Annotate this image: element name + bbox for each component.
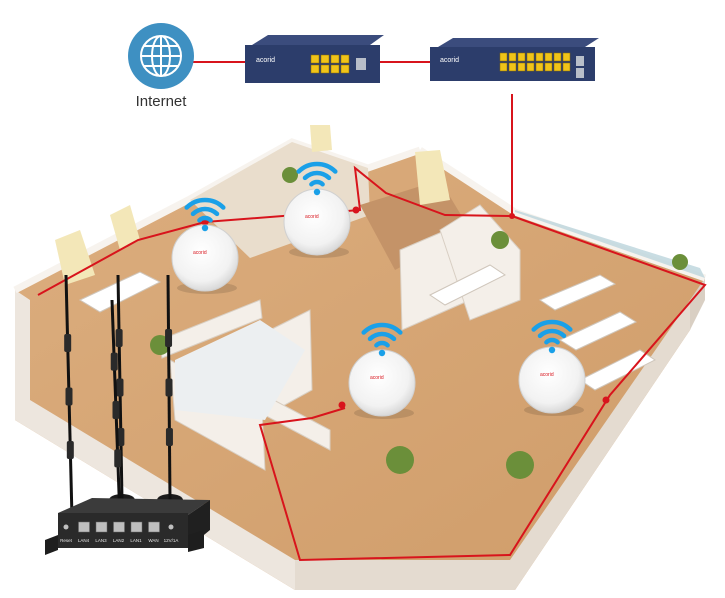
- router-port: LAN1: [130, 521, 143, 543]
- wireless-access-points: acorid acorid acorid acorid: [171, 161, 586, 419]
- window-curtains: [55, 125, 450, 285]
- wifi-icon: [184, 197, 226, 232]
- ethernet-port: [526, 62, 535, 72]
- router-port-label: LAN4: [78, 538, 90, 543]
- ap-disc: [518, 346, 586, 414]
- ethernet-port: [340, 64, 350, 74]
- wifi-icon: [531, 319, 573, 354]
- internet-label: Internet: [136, 93, 188, 110]
- router-ports: Reset LAN4 LAN3 LAN2 LAN1 WAN 12V/1A: [60, 521, 179, 543]
- router-mount-right: [188, 530, 204, 552]
- potted-plants: [150, 167, 688, 479]
- ethernet-port: [499, 62, 508, 72]
- ethernet-port: [508, 52, 517, 62]
- ethernet-port: [544, 52, 553, 62]
- ethernet-port: [562, 62, 571, 72]
- access-point: acorid: [171, 197, 239, 294]
- uplink-port: [356, 58, 366, 70]
- ethernet-port: [310, 64, 320, 74]
- switch-ports: [499, 52, 571, 72]
- internet-node: Internet: [128, 23, 194, 110]
- access-point: acorid: [518, 319, 586, 416]
- ap-disc: [348, 349, 416, 417]
- globe-icon-lines: [140, 35, 182, 77]
- ethernet-port: [553, 52, 562, 62]
- switch-brand: acorid: [440, 57, 459, 64]
- ethernet-port: [508, 62, 517, 72]
- ethernet-port: [330, 54, 340, 64]
- wifi-icon: [361, 322, 403, 357]
- 4g-router: Reset LAN4 LAN3 LAN2 LAN1 WAN 12V/1A: [45, 274, 210, 555]
- ethernet-port: [330, 64, 340, 74]
- ethernet-port: [517, 62, 526, 72]
- router-port-label: Reset: [60, 538, 73, 543]
- glass-wall: [515, 210, 705, 278]
- ap-disc: [283, 188, 351, 256]
- router-port-label: WAN: [148, 538, 158, 543]
- ethernet-port: [553, 62, 562, 72]
- cable-junctions: [201, 206, 610, 409]
- switch-brand: acorid: [256, 57, 275, 64]
- router-port: Reset: [60, 524, 73, 543]
- ethernet-port: [320, 54, 330, 64]
- ethernet-port: [320, 64, 330, 74]
- wifi-icon: [296, 161, 338, 196]
- router-top: [58, 498, 210, 515]
- router-port-label: LAN3: [95, 538, 107, 543]
- router-port: LAN2: [113, 521, 125, 543]
- junction-ap4: [602, 396, 610, 404]
- ethernet-port: [499, 52, 508, 62]
- router-port: LAN4: [78, 521, 90, 543]
- uplink-port: [576, 68, 584, 78]
- ap-logo: acorid: [305, 214, 319, 220]
- ethernet-port: [526, 52, 535, 62]
- router-port: LAN3: [95, 521, 108, 543]
- junction-ap3: [338, 401, 346, 409]
- router-port: 12V/1A: [164, 524, 179, 543]
- restroom: [175, 320, 305, 420]
- router-mount-left: [45, 535, 58, 555]
- access-point: acorid: [283, 161, 351, 258]
- ap-disc: [171, 224, 239, 292]
- ethernet-port: [562, 52, 571, 62]
- ethernet-port: [340, 54, 350, 64]
- ethernet-port: [544, 62, 553, 72]
- router-port-label: 12V/1A: [164, 538, 179, 543]
- office-desks: [78, 264, 656, 391]
- ethernet-port: [517, 52, 526, 62]
- router-port: WAN: [148, 521, 160, 543]
- junction-ap2: [352, 206, 360, 214]
- outer-wall-bottom: [295, 300, 690, 590]
- poe-switch-8-port: acorid: [245, 35, 384, 83]
- ap-logo: acorid: [193, 250, 207, 256]
- ap-logo: acorid: [370, 375, 384, 381]
- ap-logo: acorid: [540, 372, 554, 378]
- meeting-room: [360, 180, 470, 270]
- access-point: acorid: [348, 322, 416, 419]
- router-port-label: LAN2: [113, 538, 125, 543]
- poe-switch-16-port: acorid: [430, 38, 599, 81]
- router-port-label: LAN1: [130, 538, 142, 543]
- junction-switch: [509, 213, 515, 219]
- ethernet-port: [310, 54, 320, 64]
- uplink-port: [576, 56, 584, 66]
- switch-top: [252, 35, 384, 45]
- outer-wall-right: [690, 278, 705, 330]
- ethernet-port: [535, 52, 544, 62]
- switch-top: [438, 38, 599, 47]
- switch-ports: [310, 54, 350, 74]
- ethernet-port: [535, 62, 544, 72]
